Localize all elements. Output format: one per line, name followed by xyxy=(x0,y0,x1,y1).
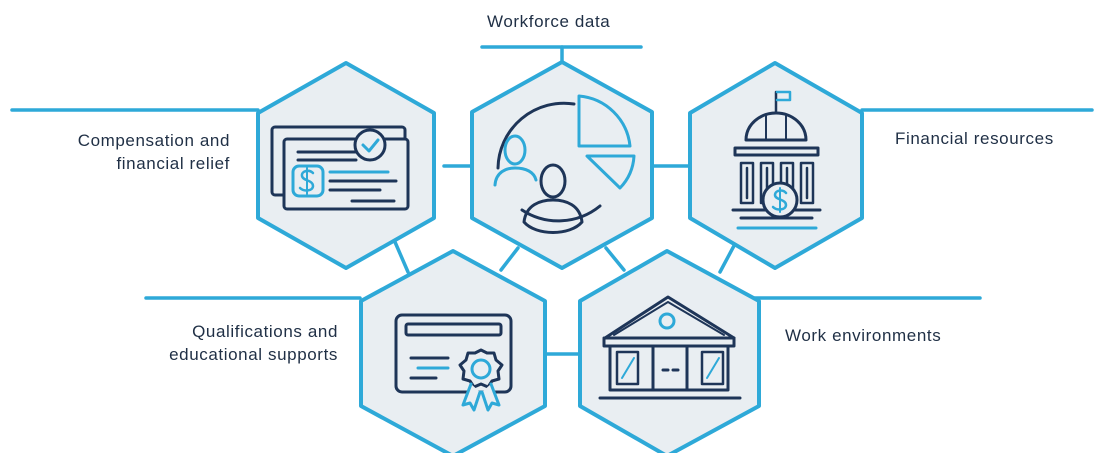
workforce-data-icon xyxy=(493,94,636,234)
connector-workforce-qual xyxy=(499,246,520,272)
label-compensation-line-2: financial relief xyxy=(116,154,230,173)
qualifications-hexagon xyxy=(359,249,547,453)
label-workforce-data: Workforce data xyxy=(487,12,611,31)
label-work-environments: Work environments xyxy=(785,326,942,345)
label-qualifications-line-1: Qualifications and xyxy=(192,322,338,341)
connector-financial-workenv xyxy=(718,240,738,274)
workforce-hexagon xyxy=(470,60,654,270)
qualification-diploma-icon xyxy=(394,313,513,412)
connector-comp-qual xyxy=(393,240,410,274)
label-financial-resources: Financial resources xyxy=(895,129,1054,148)
financial-hexagon xyxy=(688,61,864,270)
connector-workforce-workenv xyxy=(604,246,626,272)
label-qualifications-line-2: educational supports xyxy=(169,345,338,364)
work-environment-hexagon xyxy=(578,249,761,453)
compensation-certificate-icon xyxy=(270,125,410,211)
work-environment-building-icon xyxy=(598,295,742,400)
financial-bank-icon xyxy=(731,90,822,230)
label-compensation: Compensation and financial relief xyxy=(30,129,230,175)
label-compensation-line-1: Compensation and xyxy=(77,131,230,150)
label-qualifications: Qualifications and educational supports xyxy=(100,320,338,366)
